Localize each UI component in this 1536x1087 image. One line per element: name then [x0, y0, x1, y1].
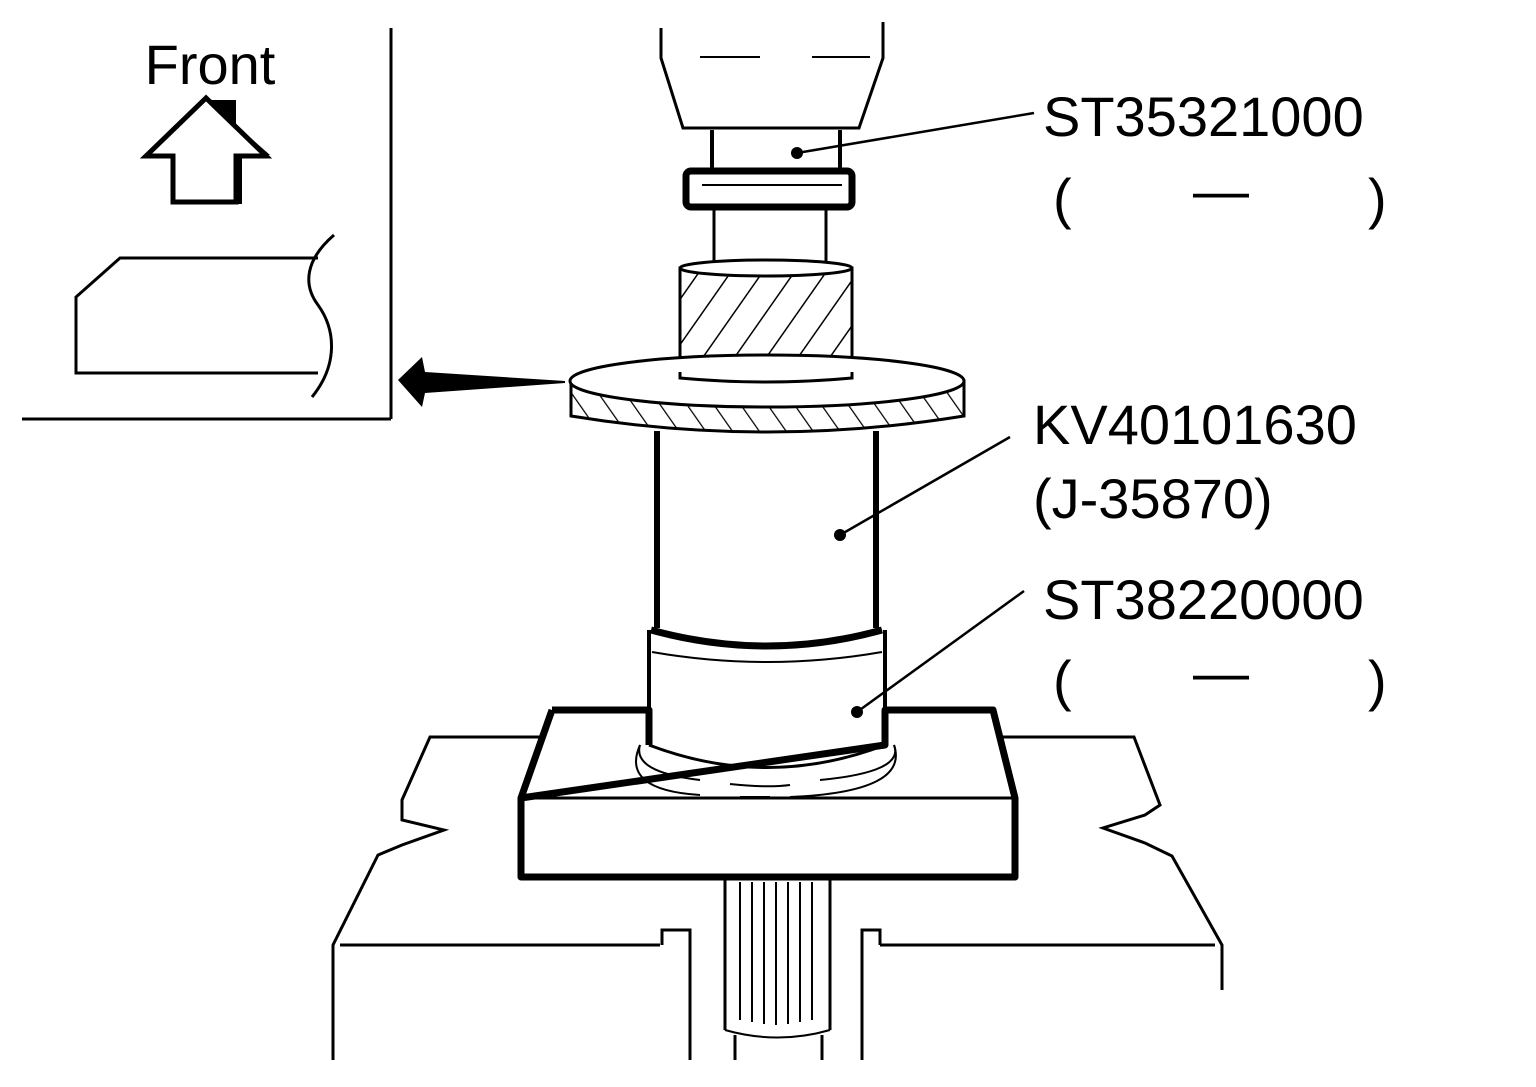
drift-cylinder [650, 431, 883, 650]
press-ram [659, 22, 885, 262]
callout-leader-1 [791, 111, 1035, 159]
splined-shaft [723, 880, 832, 1060]
paren-open-3: ( [1053, 649, 1072, 712]
alt-code-j35870: (J-35870) [1033, 467, 1273, 530]
inset-panel: Front [22, 28, 565, 421]
front-arrow-icon [139, 94, 273, 205]
alt-code-dash-1: — [1193, 159, 1249, 222]
tooth-profile-icon [74, 233, 335, 398]
paren-close-1: ) [1368, 167, 1387, 230]
press-bed [331, 735, 1224, 1060]
tool-code-kv40101630: KV40101630 [1033, 393, 1357, 456]
alt-code-dash-3: — [1193, 641, 1249, 704]
tool-code-st35321000: ST35321000 [1043, 85, 1364, 148]
callout-leader-3 [851, 589, 1025, 718]
paren-open-1: ( [1053, 167, 1072, 230]
pointer-arrow-icon [398, 357, 565, 407]
main-gear [568, 353, 966, 434]
tool-code-st38220000: ST38220000 [1043, 568, 1364, 631]
support-plate [517, 706, 1019, 881]
callout-leader-2 [834, 435, 1011, 541]
front-label: Front [145, 33, 276, 96]
paren-close-3: ) [1368, 649, 1387, 712]
